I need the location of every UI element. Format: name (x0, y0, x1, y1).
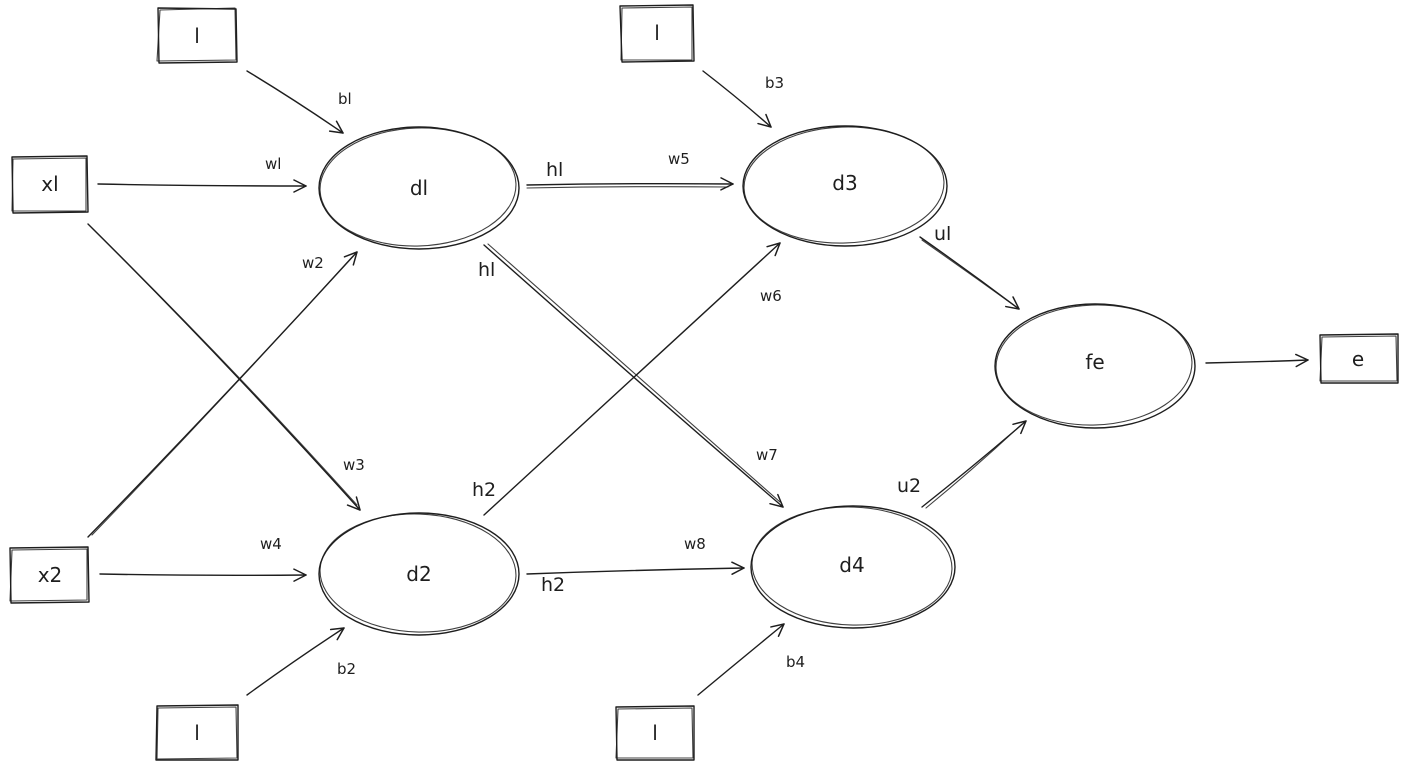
label-h2-diag: h2 (472, 479, 496, 501)
box-bias-4: l (615, 705, 695, 761)
label-b4: b4 (786, 653, 805, 671)
box-bias-3: l (619, 4, 695, 63)
arrow-w4 (99, 568, 307, 582)
arrow-w7 (483, 244, 784, 508)
box-bias-1: l (156, 7, 238, 64)
node-d1-label: dl (410, 176, 428, 200)
box-bias-2-label: l (194, 721, 200, 745)
node-fe-label: fe (1085, 350, 1104, 374)
arrow-u2 (921, 420, 1027, 508)
arrow-output (1205, 353, 1309, 368)
box-x2: x2 (9, 546, 90, 604)
box-bias-4-label: l (652, 721, 658, 745)
box-bias-3-label: l (654, 21, 660, 45)
label-h1-top: hl (546, 159, 563, 181)
node-d2: d2 (318, 512, 520, 636)
label-b2: b2 (337, 660, 356, 678)
label-w1: wl (265, 155, 281, 173)
arrows (87, 70, 1309, 696)
node-d3: d3 (742, 125, 948, 247)
arrow-w5 (526, 177, 734, 191)
arrow-w2 (87, 251, 358, 538)
box-x1-label: xl (41, 172, 58, 196)
label-w2: w2 (302, 254, 324, 272)
box-x2-label: x2 (38, 563, 63, 587)
label-w8: w8 (684, 535, 706, 553)
label-w7: w7 (756, 446, 778, 464)
label-u2: u2 (897, 475, 921, 497)
label-u1: ul (934, 223, 951, 245)
label-b1: bl (338, 90, 352, 108)
label-w3: w3 (343, 456, 365, 474)
edge-labels: bl wl w2 w3 w4 b2 hl w5 hl w6 w7 h2 w8 h… (260, 74, 951, 678)
node-d3-label: d3 (832, 171, 857, 195)
node-d4-label: d4 (839, 553, 864, 577)
label-h1-diag: hl (478, 259, 495, 281)
node-d1: dl (318, 126, 520, 250)
node-d4: d4 (750, 505, 956, 629)
arrow-b4 (697, 623, 785, 696)
label-b3: b3 (765, 74, 784, 92)
label-w6: w6 (760, 287, 782, 305)
node-d2-label: d2 (406, 562, 431, 586)
arrow-b3 (702, 70, 772, 128)
box-output-e-label: e (1352, 347, 1364, 371)
box-bias-1-label: l (194, 24, 200, 48)
label-w4: w4 (260, 535, 282, 553)
label-h2-bottom: h2 (541, 574, 565, 596)
arrow-w8 (526, 561, 745, 575)
arrow-w1 (97, 179, 307, 193)
node-fe: fe (994, 303, 1196, 429)
box-output-e: e (1319, 333, 1399, 384)
box-x1: xl (11, 155, 89, 214)
arrow-b1 (246, 70, 344, 134)
arrow-w6 (483, 242, 781, 516)
box-bias-2: l (155, 704, 239, 761)
arrow-b2 (246, 627, 345, 696)
label-w5: w5 (668, 150, 690, 168)
